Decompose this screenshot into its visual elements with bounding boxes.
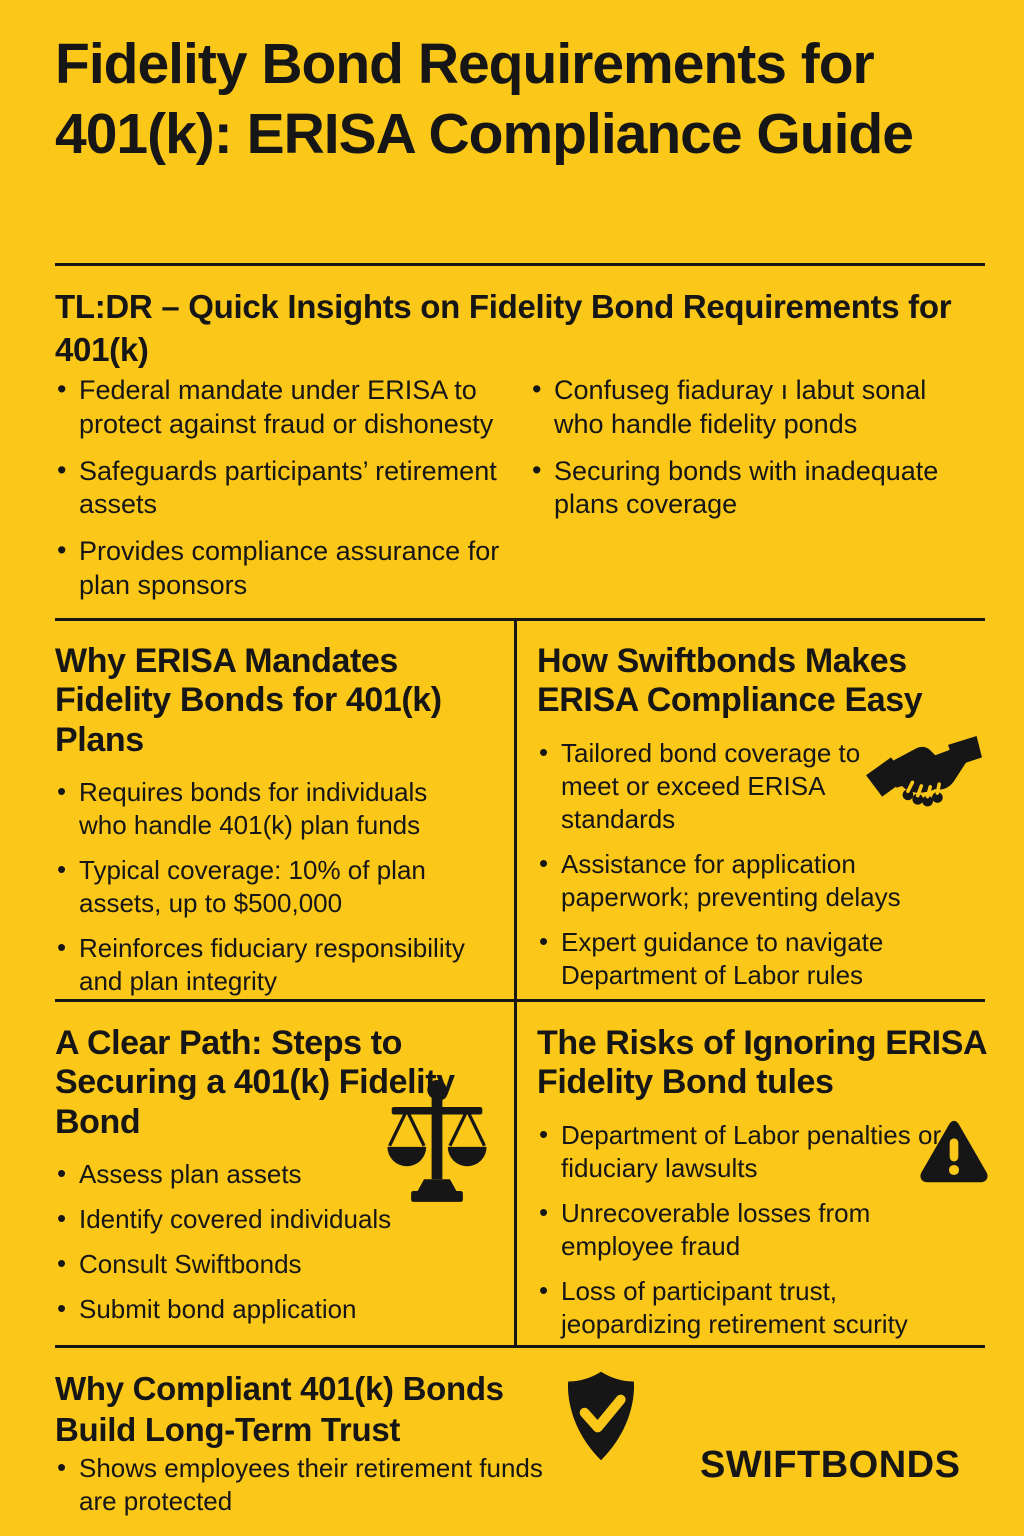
section-heading: How Swiftbonds Makes ERISA Compliance Ea… bbox=[537, 642, 923, 720]
warning-icon bbox=[918, 1118, 990, 1186]
section-why-erisa: Why ERISA Mandates Fidelity Bonds for 40… bbox=[55, 642, 467, 1010]
scales-icon bbox=[383, 1080, 491, 1204]
swiftbonds-logo: SWIFTBONDS bbox=[700, 1444, 961, 1486]
section-how-swiftbonds: How Swiftbonds Makes ERISA Compliance Ea… bbox=[537, 642, 987, 1004]
bullet: Department of Labor penalties or fiducia… bbox=[537, 1118, 957, 1185]
footer-bullets: Shows employees their retirement funds a… bbox=[55, 1451, 575, 1530]
divider-grid-middle bbox=[55, 999, 985, 1002]
bullet: Loss of participant trust, jeopardizing … bbox=[537, 1274, 957, 1341]
bullet: Requires bonds for individuals who handl… bbox=[55, 775, 467, 842]
section-heading: Why ERISA Mandates Fidelity Bonds for 40… bbox=[55, 642, 442, 759]
bullet: Submit bond application bbox=[55, 1292, 467, 1326]
section-clear-path: A Clear Path: Steps to Securing a 401(k)… bbox=[55, 1024, 467, 1338]
bullet: Shows employees their retirement funds a… bbox=[55, 1451, 575, 1518]
section-heading: The Risks of Ignoring ERISA Fidelity Bon… bbox=[537, 1024, 986, 1102]
section-bullets: Assess plan assets Identify covered indi… bbox=[55, 1157, 467, 1326]
section-bullets: Tailored bond coverage to meet or exceed… bbox=[537, 736, 919, 992]
tldr-bullet: Confuseg fiaduray ı labut sonal who hand… bbox=[530, 373, 980, 442]
section-risks: The Risks of Ignoring ERISA Fidelity Bon… bbox=[537, 1024, 987, 1353]
page-title: Fidelity Bond Requirements for 401(k): E… bbox=[55, 32, 914, 166]
divider-top bbox=[55, 263, 985, 266]
bullet: Tailored bond coverage to meet or exceed… bbox=[537, 736, 919, 836]
shield-check-icon bbox=[560, 1370, 642, 1462]
divider-grid-vertical bbox=[514, 618, 517, 1348]
bullet: Assess plan assets bbox=[55, 1157, 467, 1191]
section-bullets: Department of Labor penalties or fiducia… bbox=[537, 1118, 957, 1341]
tldr-bullet: Provides compliance assurance for plan s… bbox=[55, 534, 535, 603]
divider-grid-bottom bbox=[55, 1345, 985, 1348]
bullet: Unrecoverable losses from employee fraud bbox=[537, 1196, 957, 1263]
divider-grid-top bbox=[55, 618, 985, 621]
bullet: Typical coverage: 10% of plan assets, up… bbox=[55, 853, 467, 920]
bullet: Reinforces fiduciary responsibility and … bbox=[55, 931, 467, 998]
tldr-heading: TL:DR – Quick Insights on Fidelity Bond … bbox=[55, 288, 952, 368]
bullet: Expert guidance to navigate Department o… bbox=[537, 925, 919, 992]
section-heading: A Clear Path: Steps to Securing a 401(k)… bbox=[55, 1024, 455, 1141]
bullet: Consult Swiftbonds bbox=[55, 1247, 467, 1281]
tldr-bullet: Safeguards participants’ retirement asse… bbox=[55, 454, 535, 523]
footer-heading: Why Compliant 401(k) Bonds Build Long-Te… bbox=[55, 1370, 504, 1449]
tldr-bullet: Federal mandate under ERISA to protect a… bbox=[55, 373, 535, 442]
tldr-column-2: Confuseg fiaduray ı labut sonal who hand… bbox=[530, 373, 980, 535]
handshake-icon bbox=[866, 736, 982, 818]
section-bullets: Requires bonds for individuals who handl… bbox=[55, 775, 467, 998]
bullet: Assistance for application paperwork; pr… bbox=[537, 847, 919, 914]
tldr-bullet: Securing bonds with inadequate plans cov… bbox=[530, 454, 980, 523]
tldr-column-1: Federal mandate under ERISA to protect a… bbox=[55, 373, 535, 616]
bullet: Identify covered individuals bbox=[55, 1202, 467, 1236]
